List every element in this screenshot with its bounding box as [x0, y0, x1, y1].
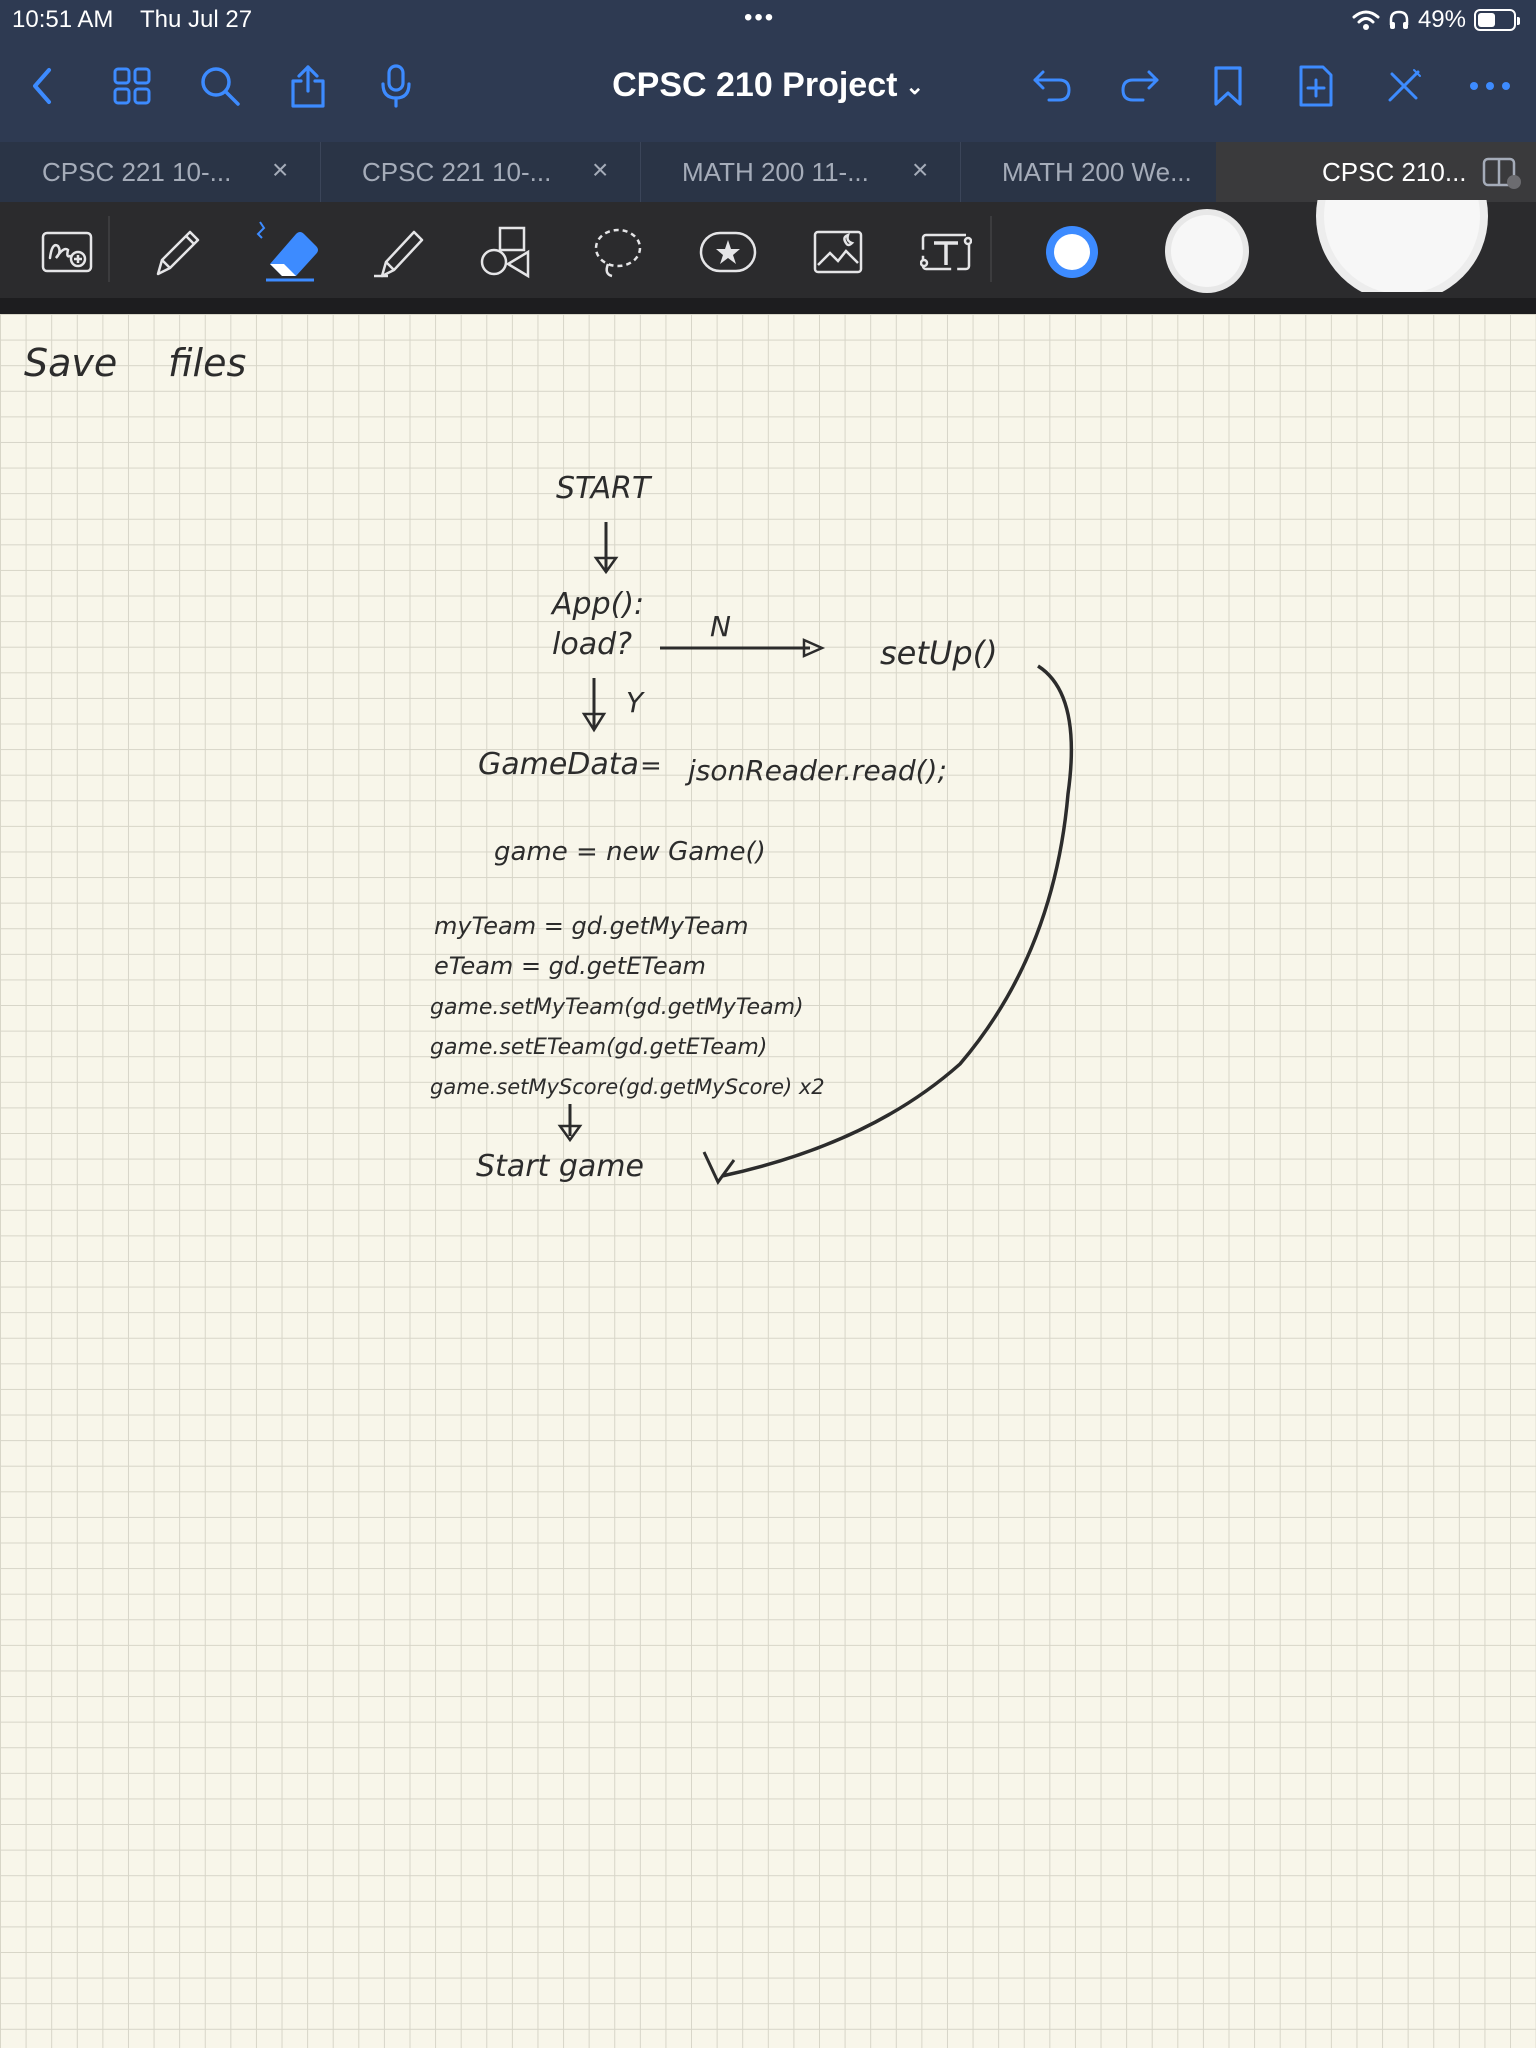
- close-icon[interactable]: ×: [592, 154, 609, 185]
- color-swatch-blue[interactable]: [1036, 216, 1108, 288]
- close-pen-mode-icon[interactable]: [1380, 62, 1428, 110]
- highlighter-tool-icon[interactable]: [362, 216, 434, 288]
- code-line-eteam: eTeam = gd.getETeam: [434, 952, 706, 980]
- heading-files: files: [168, 341, 246, 385]
- tab-divider: [640, 142, 641, 202]
- battery-icon: [1474, 9, 1520, 31]
- tab-divider: [320, 142, 321, 202]
- elements-tool-icon[interactable]: [692, 216, 764, 288]
- status-date: Thu Jul 27: [140, 6, 253, 33]
- toolbar-divider: [108, 216, 110, 282]
- status-bar: 10:51 AM Thu Jul 27 ••• 49%: [0, 0, 1536, 40]
- close-icon[interactable]: ×: [272, 154, 289, 185]
- code-line-myteam: myTeam = gd.getMyTeam: [434, 912, 748, 940]
- tab-divider: [960, 142, 961, 202]
- lasso-tool-icon[interactable]: [582, 216, 654, 288]
- code-line-setscore: game.setMyScore(gd.getMyScore) x2: [430, 1075, 825, 1099]
- flow-load: load?: [552, 627, 632, 662]
- toolbar-divider: [990, 216, 992, 282]
- tab-1[interactable]: CPSC 221 10-... ×: [0, 142, 320, 202]
- image-tool-icon[interactable]: [802, 216, 874, 288]
- wifi-icon: [1352, 10, 1380, 30]
- code-line-seteteam: game.setETeam(gd.getETeam): [430, 1035, 767, 1060]
- flow-new-game: game = new Game(): [494, 837, 766, 867]
- arrow-head: [581, 712, 607, 733]
- tab-3[interactable]: MATH 200 11-... ×: [640, 142, 960, 202]
- flow-gamedata: GameData: [478, 747, 639, 782]
- undo-icon[interactable]: [1028, 62, 1076, 110]
- heading-save: Save: [24, 341, 117, 385]
- pen-toolbar: [0, 200, 1536, 298]
- text-tool-icon[interactable]: [910, 216, 982, 288]
- toolbar-shadow: [0, 298, 1536, 314]
- status-time: 10:51 AM: [12, 6, 114, 33]
- tab-label: MATH 200 11-...: [682, 157, 869, 187]
- nav-bar: CPSC 210 Project ⌄: [0, 40, 1536, 142]
- tab-label: CPSC 221 10-...: [362, 157, 552, 187]
- arrow-head: [557, 1124, 583, 1143]
- size-preset-large[interactable]: [1316, 200, 1488, 292]
- tab-label: CPSC 210...: [1322, 157, 1467, 187]
- document-title-text: CPSC 210 Project: [612, 66, 898, 104]
- status-right: 49%: [1352, 6, 1520, 34]
- flow-start: START: [556, 471, 653, 506]
- tab-label: MATH 200 We...: [1002, 157, 1192, 187]
- multitask-dots-icon[interactable]: •••: [744, 4, 776, 31]
- eraser-tool-icon[interactable]: [250, 216, 330, 288]
- size-preset-medium[interactable]: [1162, 206, 1252, 296]
- document-title[interactable]: CPSC 210 Project ⌄: [0, 66, 1536, 105]
- branch-yes: Y: [626, 686, 645, 719]
- grid-view-icon[interactable]: [108, 62, 156, 110]
- flow-json-read: jsonReader.read();: [684, 754, 947, 787]
- pen-tool-icon[interactable]: [140, 216, 212, 288]
- flow-start-game: Start game: [476, 1149, 644, 1184]
- tab-2[interactable]: CPSC 221 10-... ×: [320, 142, 640, 202]
- flow-app: App():: [550, 587, 644, 622]
- flow-equals: =: [640, 751, 662, 781]
- code-line-setmyteam: game.setMyTeam(gd.getMyTeam): [430, 995, 804, 1020]
- arrow-head: [702, 1151, 736, 1185]
- arrow-head: [802, 638, 826, 658]
- handwriting-layer: Save files START App(): load? N setUp() …: [24, 341, 1074, 1185]
- zoom-window-icon[interactable]: [32, 216, 104, 288]
- branch-no: N: [710, 610, 731, 643]
- curved-arrow: [721, 664, 1074, 1178]
- redo-icon[interactable]: [1116, 62, 1164, 110]
- more-options-icon[interactable]: [1466, 62, 1514, 110]
- split-view-icon[interactable]: [1482, 156, 1522, 190]
- tab-bar: CPSC 221 10-... × CPSC 221 10-... × MATH…: [0, 142, 1536, 202]
- battery-percent: 49%: [1417, 6, 1466, 33]
- microphone-icon[interactable]: [372, 62, 420, 110]
- flow-setup: setUp(): [880, 634, 998, 672]
- tab-5-active[interactable]: CPSC 210...: [1216, 142, 1536, 202]
- headphones-icon: [1389, 10, 1409, 29]
- bookmark-icon[interactable]: [1204, 62, 1252, 110]
- tab-label: CPSC 221 10-...: [42, 157, 232, 187]
- arrow-head: [593, 556, 619, 575]
- close-icon[interactable]: ×: [912, 154, 929, 185]
- back-icon[interactable]: [18, 62, 66, 110]
- note-canvas[interactable]: Save files START App(): load? N setUp() …: [0, 314, 1536, 2048]
- add-page-icon[interactable]: [1292, 62, 1340, 110]
- share-icon[interactable]: [284, 62, 332, 110]
- chevron-down-icon: ⌄: [905, 74, 924, 100]
- search-icon[interactable]: [196, 62, 244, 110]
- shapes-tool-icon[interactable]: [472, 216, 544, 288]
